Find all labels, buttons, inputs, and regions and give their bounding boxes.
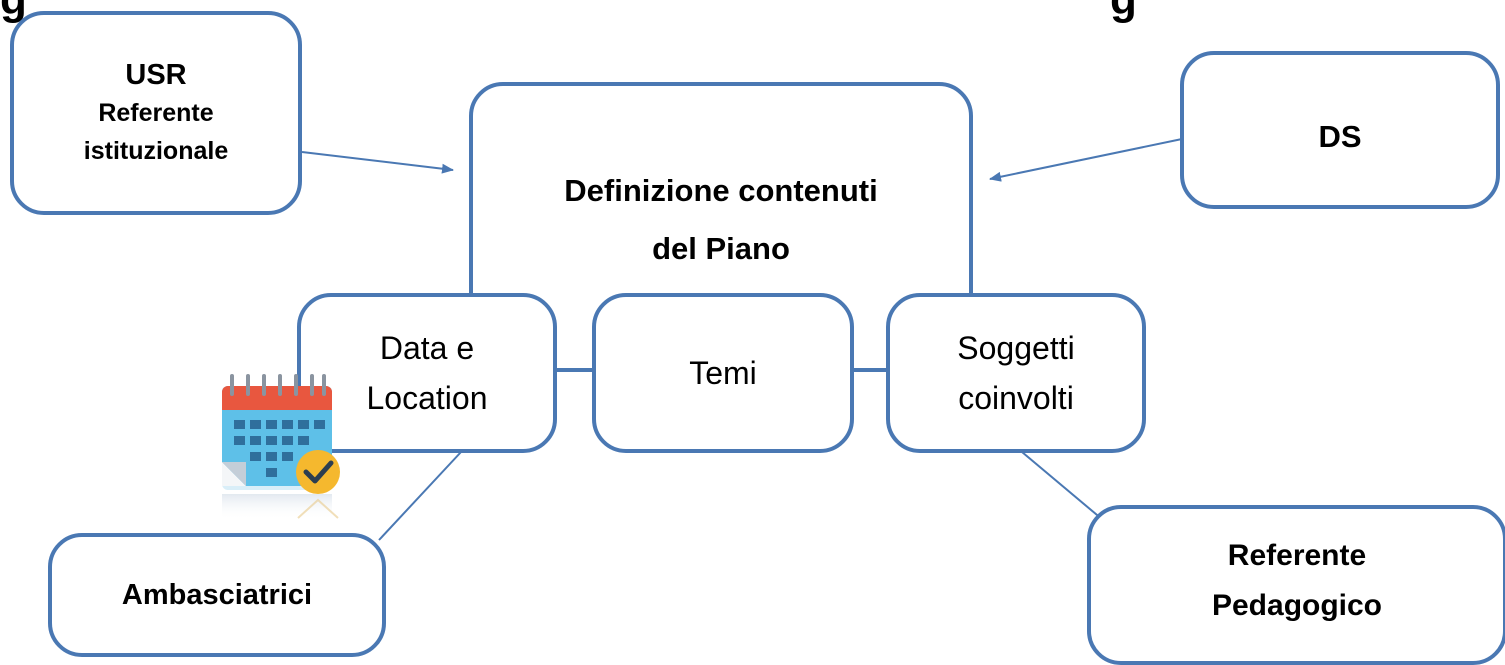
node-usr-subtitle-1: Referente bbox=[98, 99, 214, 127]
node-ds-label: DS bbox=[1318, 119, 1362, 154]
node-usr-title: USR bbox=[125, 59, 187, 91]
node-usr: USR Referente istituzionale bbox=[10, 11, 302, 215]
connector-soggetti-referente bbox=[1021, 451, 1104, 521]
node-referente-pedagogico: Referente Pedagogico bbox=[1087, 505, 1505, 665]
node-center-line-2: del Piano bbox=[652, 231, 790, 266]
node-ambasciatrici: Ambasciatrici bbox=[48, 533, 386, 657]
node-temi: Temi bbox=[592, 293, 854, 453]
node-soggetti: Soggetti coinvolti bbox=[886, 293, 1146, 453]
node-center-line-1: Definizione contenuti bbox=[564, 173, 878, 208]
arrow-ds-to-center bbox=[989, 138, 1183, 182]
node-usr-subtitle-2: istituzionale bbox=[83, 137, 229, 165]
node-data-location-line-1: Data e bbox=[379, 330, 475, 366]
node-referente-pedagogico-line-2: Pedagogico bbox=[1211, 589, 1383, 622]
arrow-usr-to-center bbox=[301, 151, 454, 174]
node-temi-label: Temi bbox=[689, 354, 757, 391]
title-fragment-right: g bbox=[1110, 0, 1137, 22]
node-soggetti-line-1: Soggetti bbox=[957, 330, 1075, 366]
title-fragment-left: g bbox=[0, 0, 27, 22]
node-ds: DS bbox=[1180, 51, 1500, 209]
node-data-location-line-2: Location bbox=[366, 380, 488, 416]
node-ambasciatrici-label: Ambasciatrici bbox=[121, 578, 313, 611]
node-soggetti-line-2: coinvolti bbox=[958, 380, 1074, 416]
connector-data-ambasciatrici bbox=[378, 451, 462, 541]
node-data-location: Data e Location bbox=[297, 293, 557, 453]
calendar-check-icon bbox=[222, 374, 340, 520]
clipped-title: g g bbox=[0, 0, 1505, 22]
node-referente-pedagogico-line-1: Referente bbox=[1227, 539, 1367, 572]
